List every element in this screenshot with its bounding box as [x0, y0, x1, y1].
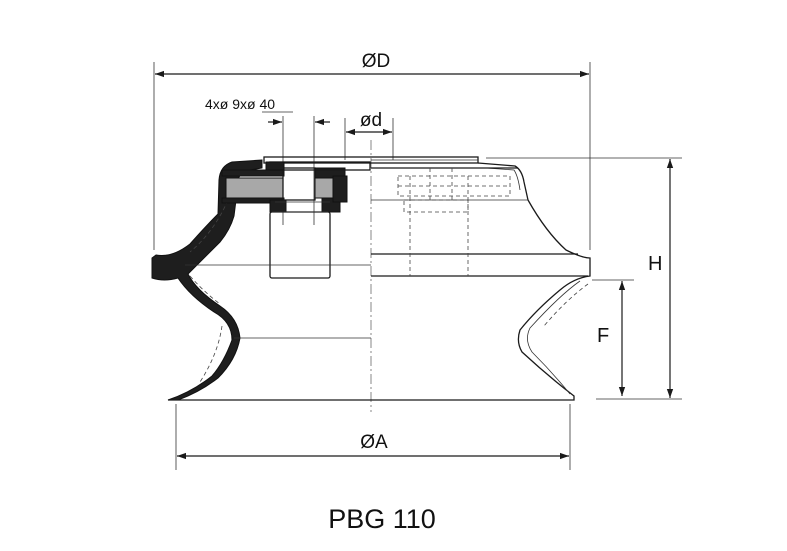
bellows-outline-right — [371, 162, 591, 401]
dimension-stroke: F — [592, 279, 634, 396]
insert-left — [225, 177, 284, 199]
section-view — [151, 156, 479, 401]
dimension-outer-diameter: ØD — [153, 51, 591, 250]
outer-diameter-label: ØD — [362, 51, 391, 72]
bellows-wall-section — [151, 159, 263, 401]
model-caption: PBG 110 — [328, 504, 436, 534]
dimension-base-diameter: ØA — [175, 404, 571, 470]
dimension-bore-diameter: ød — [344, 110, 394, 160]
dimension-height: H — [486, 157, 682, 400]
bore-diameter-label: ød — [360, 110, 382, 131]
outside-view — [371, 159, 591, 401]
base-diameter-label: ØA — [360, 432, 388, 453]
height-label: H — [648, 253, 662, 275]
stroke-label: F — [597, 325, 609, 347]
holes-label: 4xø 9xø 40 — [205, 96, 275, 112]
